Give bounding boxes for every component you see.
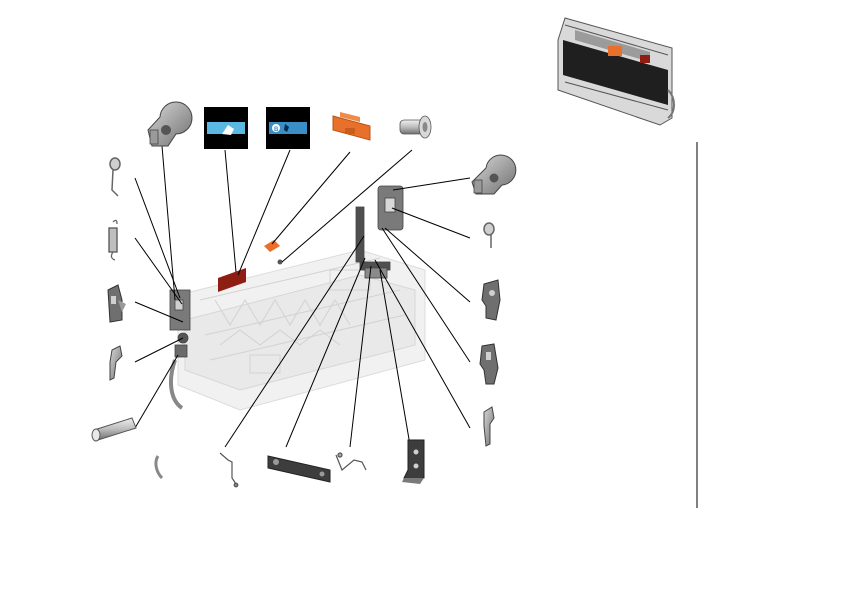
orange-clip-part [332, 112, 371, 141]
label-tile-1 [204, 107, 248, 149]
label-tile-letter: B [274, 127, 279, 133]
main-frame-assembly [168, 185, 426, 411]
finger-icon [284, 124, 289, 132]
hook-lever-left [109, 345, 123, 381]
torsion-spring-small-left [109, 157, 121, 197]
frame-rod-hook [168, 359, 184, 410]
latch-bracket-right-upper [481, 279, 501, 321]
extension-spring-left [108, 219, 118, 261]
cam-gear-part-right [471, 154, 517, 195]
roller-shaft-part [91, 417, 137, 442]
wire-hook-part [154, 455, 164, 480]
frame-red-label [218, 268, 246, 292]
frame-right-bracket [355, 185, 404, 279]
latch-bracket-right-lower [479, 343, 499, 385]
mounting-bracket-part [402, 439, 425, 484]
hook-lever-right [483, 406, 495, 447]
leader-lines [134, 145, 471, 448]
assembly-thumbnail [557, 17, 675, 126]
shaft-pin-part [399, 115, 432, 139]
flat-link-plate-part [267, 455, 331, 483]
label-tile-2: B [266, 107, 310, 149]
frame-orange-clip [264, 240, 280, 252]
wire-spring-link-part [335, 452, 367, 471]
hand-icon [222, 125, 234, 135]
latch-bracket-left [107, 284, 126, 323]
cam-gear-part [147, 101, 193, 147]
frame-left-bracket [169, 289, 191, 358]
wire-link-part [219, 452, 239, 488]
torsion-spring-small-right [483, 222, 495, 248]
